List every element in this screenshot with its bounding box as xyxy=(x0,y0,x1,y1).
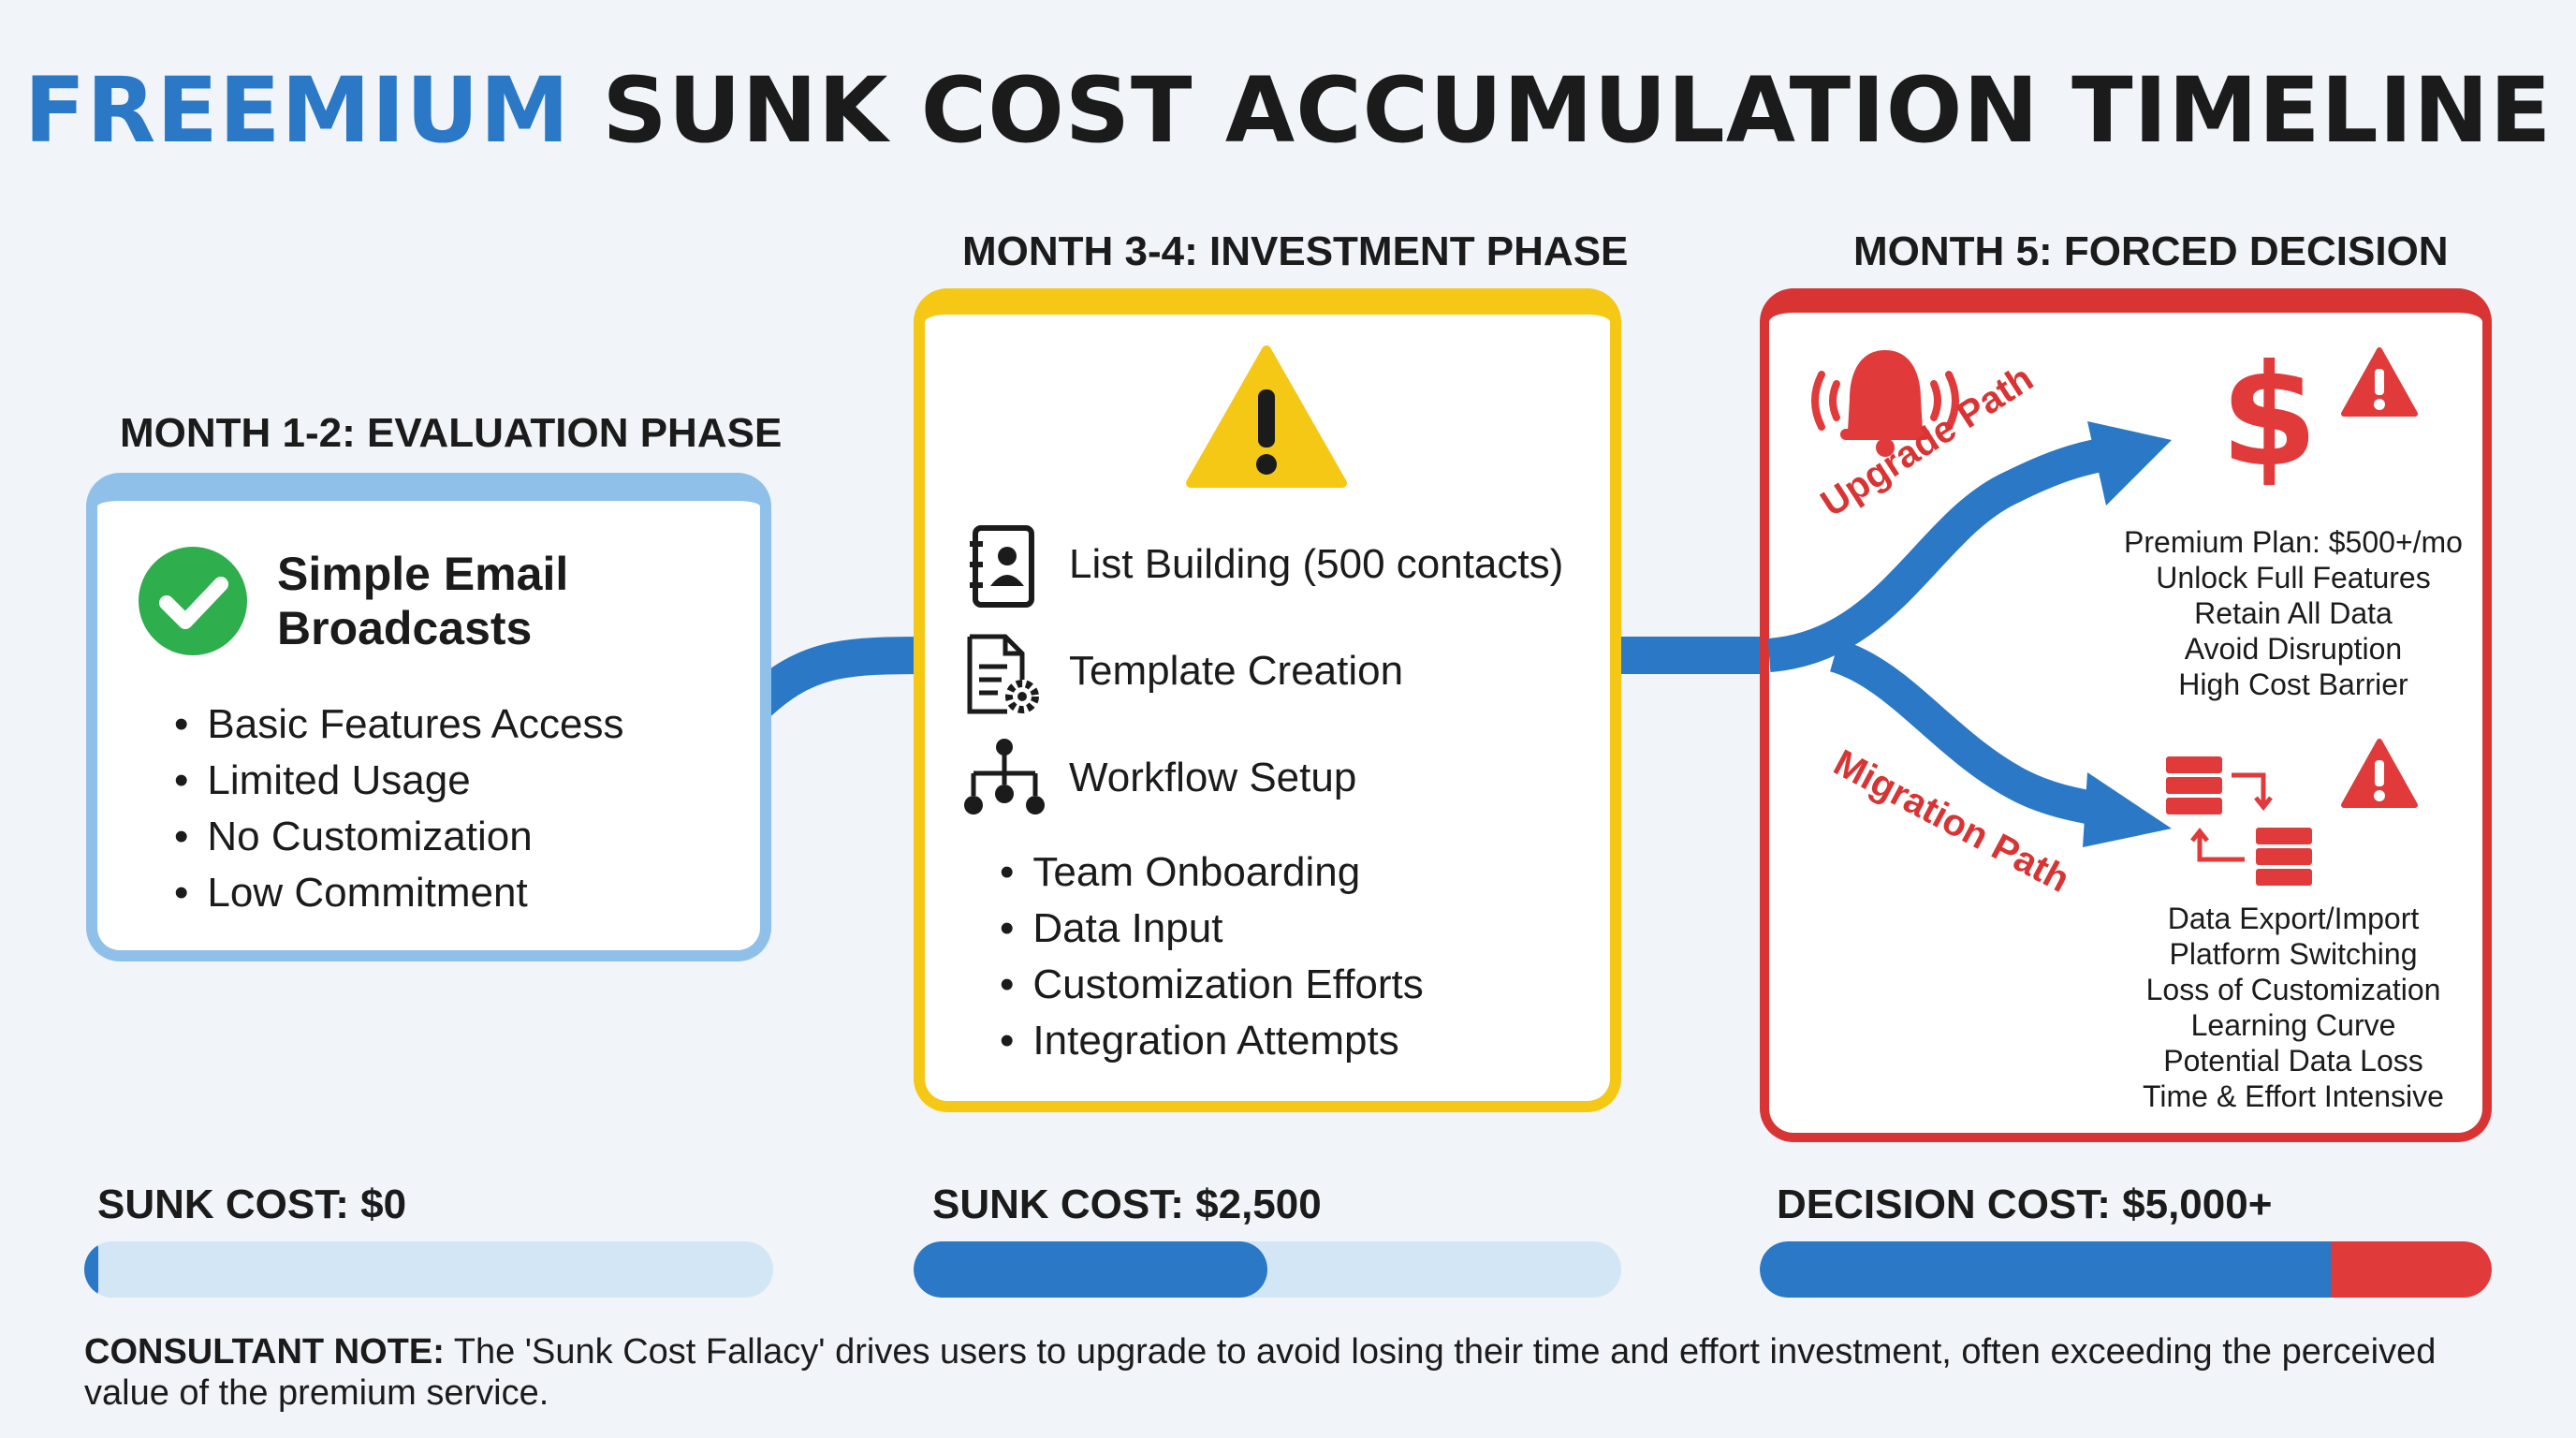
task-template-creation: Template Creation xyxy=(1069,648,1404,694)
sunk-cost-bar-1 xyxy=(84,1241,773,1298)
bar-overflow xyxy=(2330,1241,2492,1298)
list-item: Customization Efforts xyxy=(1000,957,1423,1013)
consultant-note: CONSULTANT NOTE: The 'Sunk Cost Fallacy'… xyxy=(84,1331,2518,1414)
migration-option-list: Data Export/Import Platform Switching Lo… xyxy=(2087,901,2499,1114)
note-prefix: CONSULTANT NOTE: xyxy=(84,1332,445,1372)
list-item: Loss of Customization xyxy=(2145,973,2441,1006)
list-item: Data Input xyxy=(1000,901,1424,957)
warning-red-icon xyxy=(2341,347,2418,417)
title-rest: SUNK COST ACCUMULATION TIMELINE xyxy=(602,58,2553,163)
bar-fill xyxy=(914,1241,1267,1298)
upgrade-option-list: Premium Plan: $500+/mo Unlock Full Featu… xyxy=(2087,524,2499,702)
list-item: Limited Usage xyxy=(174,753,623,809)
list-item: Platform Switching xyxy=(2169,937,2418,971)
upgrade-arrowhead xyxy=(2087,421,2172,506)
list-item: High Cost Barrier xyxy=(2178,668,2408,701)
page-title: FREEMIUM SUNK COST ACCUMULATION TIMELINE xyxy=(0,58,2576,163)
list-item: Potential Data Loss xyxy=(2163,1044,2423,1078)
phase1-feature-list: Basic Features Access Limited Usage No C… xyxy=(174,697,623,921)
list-item: No Customization xyxy=(174,809,623,865)
phase1-label: MONTH 1-2: EVALUATION PHASE xyxy=(120,410,783,456)
list-item: Unlock Full Features xyxy=(2156,561,2431,594)
sunk-cost-label-2: SUNK COST: $2,500 xyxy=(932,1181,1322,1227)
decision-cost-label: DECISION COST: $5,000+ xyxy=(1777,1181,2273,1227)
warning-icon xyxy=(1186,345,1347,488)
dollar-icon: $ xyxy=(2220,335,2319,498)
phase1-heading-line1: Simple Email xyxy=(277,548,569,600)
phase1-heading-line2: Broadcasts xyxy=(277,602,533,654)
list-item: Basic Features Access xyxy=(174,697,623,753)
task-list-building: List Building (500 contacts) xyxy=(1069,541,1564,587)
workflow-icon xyxy=(964,739,1045,814)
migration-path-arrow xyxy=(1829,638,2105,827)
list-item: Retain All Data xyxy=(2194,596,2393,630)
task-workflow-setup: Workflow Setup xyxy=(1069,755,1357,800)
phase2-label: MONTH 3-4: INVESTMENT PHASE xyxy=(962,228,1629,274)
sunk-cost-bar-2 xyxy=(914,1241,1621,1298)
list-item: Data Export/Import xyxy=(2167,902,2420,935)
list-item: Low Commitment xyxy=(174,865,623,921)
alarm-bell-icon xyxy=(1811,350,1959,457)
list-item: Time & Effort Intensive xyxy=(2143,1079,2444,1113)
list-item: Team Onboarding xyxy=(1000,844,1424,901)
migration-arrowhead xyxy=(2083,772,2172,847)
title-highlight: FREEMIUM xyxy=(23,58,571,163)
server-migration-icon xyxy=(2166,756,2312,886)
note-text: The 'Sunk Cost Fallacy' drives users to … xyxy=(84,1332,2437,1413)
warning-red-icon-2 xyxy=(2341,739,2418,808)
bar-fill xyxy=(84,1241,98,1298)
decision-cost-bar xyxy=(1760,1241,2492,1298)
sunk-cost-label-1: SUNK COST: $0 xyxy=(97,1181,407,1227)
bar-fill xyxy=(1760,1241,2331,1298)
phase3-label: MONTH 5: FORCED DECISION xyxy=(1853,228,2449,274)
phase2-effort-list: Team Onboarding Data Input Customization… xyxy=(1000,844,1424,1069)
list-item: Learning Curve xyxy=(2190,1008,2396,1042)
upgrade-path-arrow xyxy=(1767,437,2110,672)
list-item: Integration Attempts xyxy=(1000,1013,1424,1069)
contact-book-icon xyxy=(970,525,1034,608)
document-gear-icon xyxy=(967,634,1039,714)
check-circle-icon xyxy=(139,547,247,655)
list-item: Avoid Disruption xyxy=(2184,632,2403,666)
list-item: Premium Plan: $500+/mo xyxy=(2124,525,2463,559)
